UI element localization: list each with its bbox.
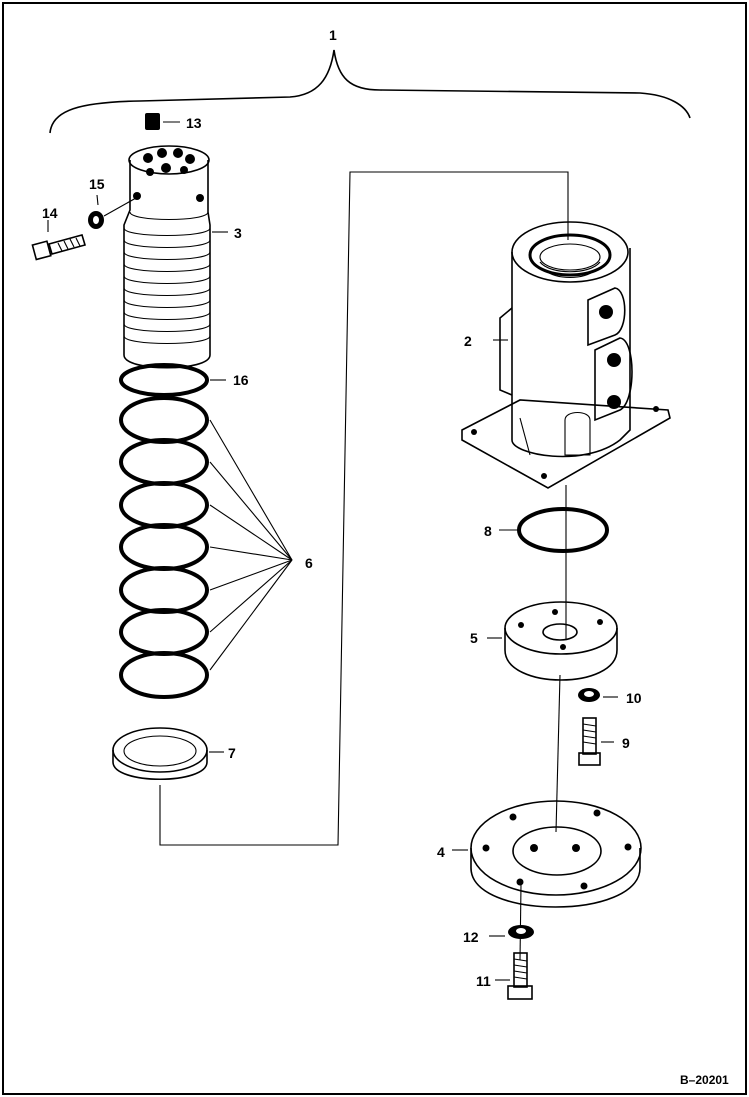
callout-14: 14 — [42, 205, 58, 221]
plate-4 — [452, 800, 642, 908]
callout-11: 11 — [476, 973, 491, 989]
top-o-ring-16 — [119, 363, 226, 397]
centerline-plate-bolt — [519, 884, 522, 961]
cover-bolt-9 — [578, 717, 614, 766]
cover-washer-10 — [578, 688, 618, 702]
o-ring-8 — [499, 507, 609, 553]
callout-15: 15 — [89, 176, 105, 192]
seal-rings-6 — [119, 396, 293, 699]
spindle-3 — [123, 145, 228, 369]
callout-7: 7 — [228, 745, 236, 761]
callout-4: 4 — [437, 844, 445, 860]
callout-6: 6 — [305, 555, 313, 571]
plate-washer-12 — [489, 925, 534, 939]
callout-9: 9 — [622, 735, 630, 751]
callout-5: 5 — [470, 630, 478, 646]
callout-16: 16 — [233, 372, 249, 388]
callout-8: 8 — [484, 523, 492, 539]
callout-3: 3 — [234, 225, 242, 241]
plate-bolt-11 — [495, 952, 533, 1000]
figure-reference: B–20201 — [680, 1073, 729, 1087]
assembly-routing-line — [159, 171, 569, 846]
side-bolt-14 — [31, 220, 87, 261]
side-washer-15 — [88, 194, 137, 229]
cover-5 — [487, 601, 618, 681]
callout-13: 13 — [186, 115, 202, 131]
plug-13 — [145, 113, 180, 130]
backup-ring-7 — [112, 727, 224, 781]
assembly-brace — [49, 49, 691, 134]
callout-2: 2 — [464, 333, 472, 349]
callout-10: 10 — [626, 690, 642, 706]
housing-2 — [461, 221, 671, 489]
callout-12: 12 — [463, 929, 479, 945]
callout-1: 1 — [329, 27, 337, 43]
centerline-cover-plate — [555, 674, 561, 833]
